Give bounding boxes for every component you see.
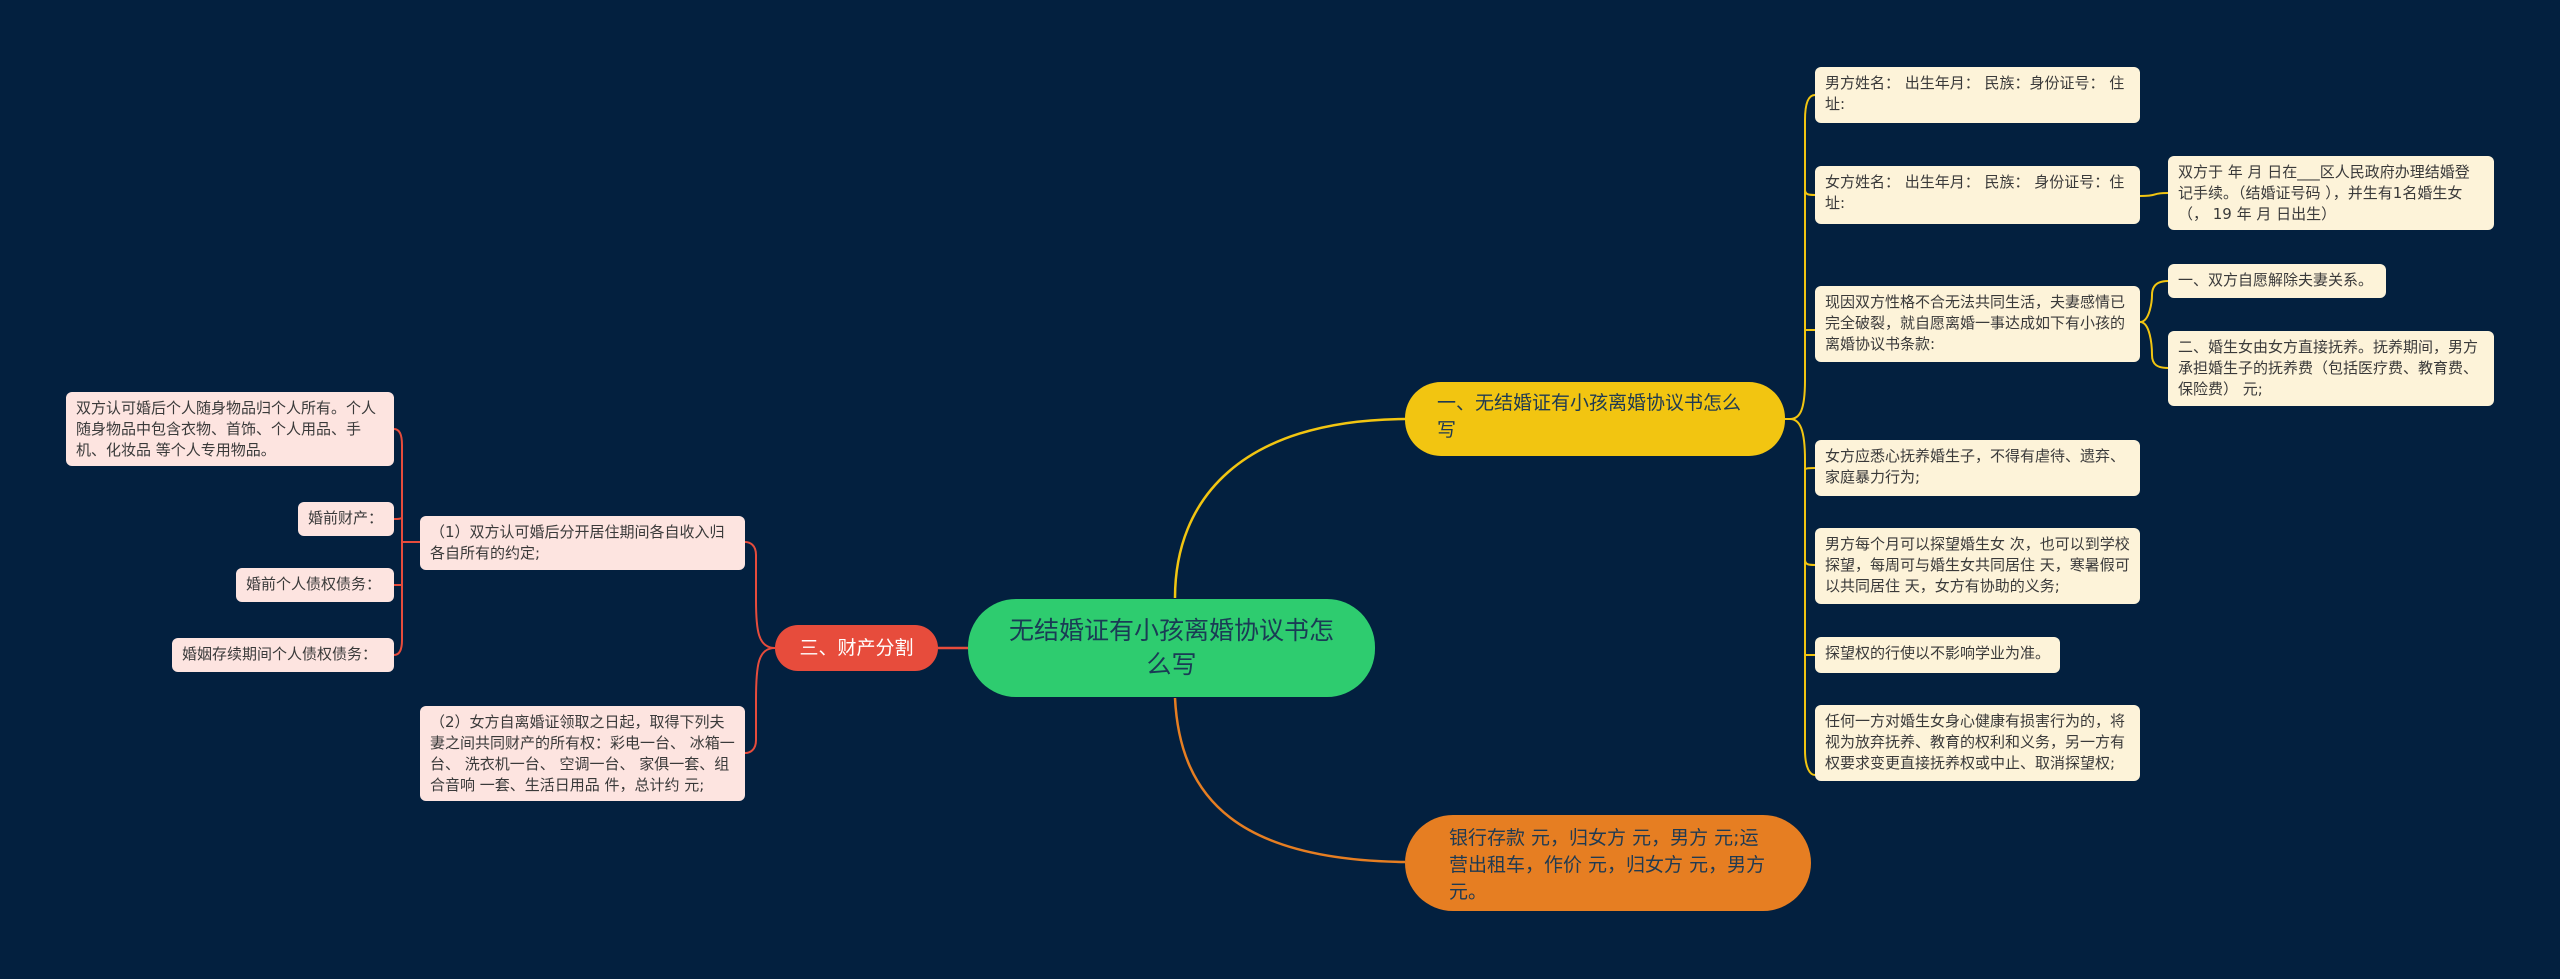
branch-1-sub-custody-text: 二、婚生女由女方直接抚养。抚养期间，男方承担婚生子的抚养费（包括医疗费、教育费、… xyxy=(2178,338,2479,398)
branch-1-item-visit-rule[interactable]: 探望权的行使以不影响学业为准。 xyxy=(1815,637,2060,673)
branch-1-item-visit[interactable]: 男方每个月可以探望婚生女 次，也可以到学校探望，每周可与婚生女共同居住 天，寒暑… xyxy=(1815,528,2140,604)
branch-1-sub-marriage-text: 双方于 年 月 日在___区人民政府办理结婚登记手续。（结婚证号码 ），并生有1… xyxy=(2178,163,2470,223)
branch-3-item-1-maritaldebt[interactable]: 婚姻存续期间个人债权债务： xyxy=(172,638,394,672)
branch-3-item-2-text: （2）女方自离婚证领取之日起，取得下列夫妻之间共同财产的所有权：彩电一台、 冰箱… xyxy=(430,713,735,794)
branch-1-item-care[interactable]: 女方应悉心抚养婚生子，不得有虐待、遗弃、家庭暴力行为; xyxy=(1815,440,2140,496)
branch-1-sub-dissolve[interactable]: 一、双方自愿解除夫妻关系。 xyxy=(2168,264,2386,298)
branch-3-item-2[interactable]: （2）女方自离婚证领取之日起，取得下列夫妻之间共同财产的所有权：彩电一台、 冰箱… xyxy=(420,706,745,801)
branch-1-item-visit-text: 男方每个月可以探望婚生女 次，也可以到学校探望，每周可与婚生女共同居住 天，寒暑… xyxy=(1825,535,2130,595)
branch-1-item-male[interactable]: 男方姓名： 出生年月： 民族：身份证号： 住址: xyxy=(1815,67,2140,123)
branch-3-item-1-predebt-text: 婚前个人债权债务： xyxy=(246,575,382,593)
branch-1-sub-dissolve-text: 一、双方自愿解除夫妻关系。 xyxy=(2178,271,2374,289)
connectors-branch1 xyxy=(1785,94,2169,776)
branch-3-item-1-personal[interactable]: 双方认可婚后个人随身物品归个人所有。个人随身物品中包含衣物、首饰、个人用品、手机… xyxy=(66,392,394,466)
branch-1-item-male-text: 男方姓名： 出生年月： 民族：身份证号： 住址: xyxy=(1825,74,2125,113)
branch-1-label: 一、无结婚证有小孩离婚协议书怎么写 xyxy=(1437,392,1742,441)
connector-center-branch2 xyxy=(1173,697,1406,864)
branch-2-topic[interactable]: 银行存款 元，归女方 元，男方 元;运营出租车，作价 元，归女方 元，男方 元。 xyxy=(1405,815,1811,911)
branch-3-item-1-text: （1）双方认可婚后分开居住期间各自收入归各自所有的约定; xyxy=(430,523,725,562)
branch-1-item-harm[interactable]: 任何一方对婚生女身心健康有损害行为的，将视为放弃抚养、教育的权利和义务，另一方有… xyxy=(1815,705,2140,781)
branch-1-sub-custody[interactable]: 二、婚生女由女方直接抚养。抚养期间，男方承担婚生子的抚养费（包括医疗费、教育费、… xyxy=(2168,331,2494,406)
branch-3-item-1-maritaldebt-text: 婚姻存续期间个人债权债务： xyxy=(182,645,378,663)
connectors-branch3 xyxy=(393,428,776,754)
branch-2-label: 银行存款 元，归女方 元，男方 元;运营出租车，作价 元，归女方 元，男方 元。 xyxy=(1449,827,1766,903)
branch-1-item-reason[interactable]: 现因双方性格不合无法共同生活，夫妻感情已完全破裂，就自愿离婚一事达成如下有小孩的… xyxy=(1815,286,2140,362)
branch-3-topic[interactable]: 三、财产分割 xyxy=(775,625,938,671)
branch-3-item-1-predebt[interactable]: 婚前个人债权债务： xyxy=(236,568,394,602)
branch-1-item-female[interactable]: 女方姓名： 出生年月： 民族： 身份证号：住址: xyxy=(1815,166,2140,224)
branch-1-item-care-text: 女方应悉心抚养婚生子，不得有虐待、遗弃、家庭暴力行为; xyxy=(1825,447,2126,486)
branch-1-item-harm-text: 任何一方对婚生女身心健康有损害行为的，将视为放弃抚养、教育的权利和义务，另一方有… xyxy=(1825,712,2126,772)
branch-1-item-female-text: 女方姓名： 出生年月： 民族： 身份证号：住址: xyxy=(1825,173,2125,212)
central-topic[interactable]: 无结婚证有小孩离婚协议书怎么写 xyxy=(968,599,1375,697)
branch-3-item-1[interactable]: （1）双方认可婚后分开居住期间各自收入归各自所有的约定; xyxy=(420,516,745,570)
branch-3-item-1-personal-text: 双方认可婚后个人随身物品归个人所有。个人随身物品中包含衣物、首饰、个人用品、手机… xyxy=(76,399,377,459)
central-topic-label: 无结婚证有小孩离婚协议书怎么写 xyxy=(1008,616,1334,679)
branch-3-item-1-premarital[interactable]: 婚前财产： xyxy=(298,502,394,536)
connector-center-branch1 xyxy=(1173,417,1406,599)
branch-1-item-visit-rule-text: 探望权的行使以不影响学业为准。 xyxy=(1825,644,2051,662)
branch-1-topic[interactable]: 一、无结婚证有小孩离婚协议书怎么写 xyxy=(1405,382,1785,456)
branch-1-item-reason-text: 现因双方性格不合无法共同生活，夫妻感情已完全破裂，就自愿离婚一事达成如下有小孩的… xyxy=(1825,293,2126,353)
branch-3-item-1-premarital-text: 婚前财产： xyxy=(308,509,384,527)
branch-1-sub-marriage[interactable]: 双方于 年 月 日在___区人民政府办理结婚登记手续。（结婚证号码 ），并生有1… xyxy=(2168,156,2494,230)
branch-3-label: 三、财产分割 xyxy=(799,637,914,659)
